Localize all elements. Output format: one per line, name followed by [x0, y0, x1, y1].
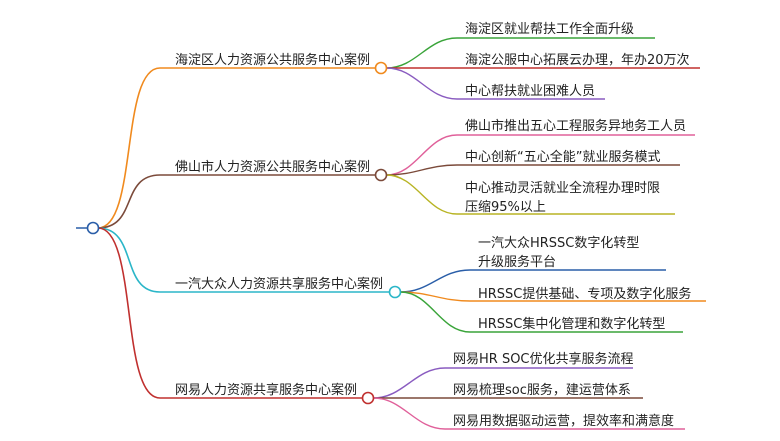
root-collapse-toggle[interactable] [86, 221, 100, 235]
leaf-curve [386, 67, 458, 100]
branch-curve [97, 174, 161, 229]
leaf-curve [386, 174, 458, 215]
leaf-label[interactable]: 海淀区就业帮扶工作全面升级 [465, 22, 635, 37]
leaf-label[interactable]: 中心创新“五心全能”就业服务模式 [465, 150, 661, 165]
branch-collapse-toggle[interactable] [361, 391, 375, 405]
leaf-curve [386, 164, 458, 176]
leaf-curve [386, 134, 458, 176]
leaf-label[interactable]: 一汽大众HRSSC数字化转型升级服务平台 [478, 236, 640, 270]
leaf-label[interactable]: HRSSC提供基础、专项及数字化服务 [478, 287, 692, 302]
leaf-label[interactable]: 中心帮扶就业困难人员 [465, 84, 596, 99]
leaf-curve [400, 269, 471, 293]
leaf-label[interactable]: 海淀公服中心拓展云办理，年办20万次 [465, 53, 690, 68]
branch-curve [97, 67, 161, 229]
branch-label[interactable]: 一汽大众人力资源共享服务中心案例 [175, 277, 384, 292]
leaf-label[interactable]: 网易梳理soc服务，建运营体系 [453, 383, 631, 398]
branch-label[interactable]: 海淀区人力资源公共服务中心案例 [175, 53, 371, 68]
leaf-label[interactable]: 网易HR SOC优化共享服务流程 [453, 352, 634, 367]
leaf-curve [373, 367, 446, 399]
leaf-label[interactable]: 中心推动灵活就业全流程办理时限压缩95%以上 [465, 181, 661, 215]
branch-label[interactable]: 佛山市人力资源公共服务中心案例 [175, 160, 371, 175]
leaf-label[interactable]: 佛山市推出五心工程服务异地务工人员 [465, 119, 687, 134]
leaf-curve [373, 397, 446, 430]
branch-collapse-toggle[interactable] [388, 285, 402, 299]
branch-collapse-toggle[interactable] [374, 61, 388, 75]
branch-curve [97, 227, 161, 293]
leaf-curve [386, 37, 458, 69]
leaf-label[interactable]: HRSSC集中化管理和数字化转型 [478, 317, 666, 332]
branch-label[interactable]: 网易人力资源共享服务中心案例 [175, 383, 358, 398]
branch-collapse-toggle[interactable] [374, 168, 388, 182]
leaf-curve [400, 291, 471, 333]
leaf-label[interactable]: 网易用数据驱动运营，提效率和满意度 [453, 414, 675, 429]
branch-curve [97, 227, 161, 399]
